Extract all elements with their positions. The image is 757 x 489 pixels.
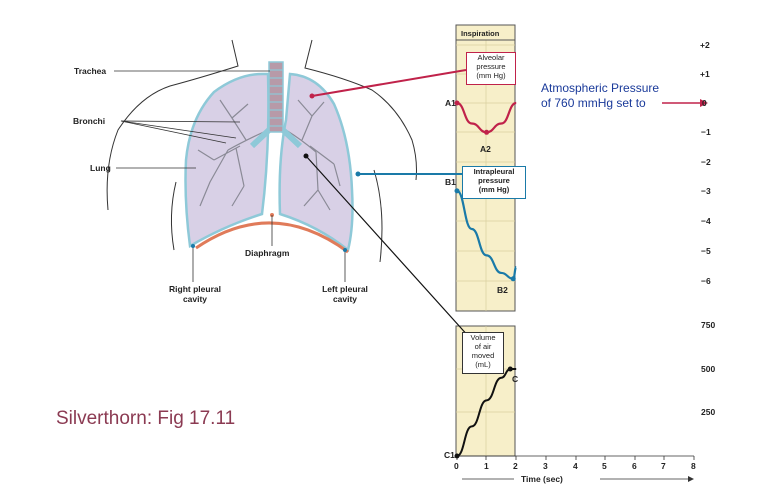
volume-box-line3: moved xyxy=(471,351,495,360)
x-tick: 5 xyxy=(602,461,607,471)
right-lung xyxy=(184,72,270,249)
volume-tick: 250 xyxy=(701,407,716,417)
right-pleural-line2: cavity xyxy=(182,294,208,304)
pressure-tick: −1 xyxy=(701,127,711,137)
anatomy-leaders xyxy=(114,70,346,282)
trachea-label: Trachea xyxy=(74,66,107,76)
point-c1-label: C1 xyxy=(444,450,455,460)
pressure-tick: +1 xyxy=(700,69,710,79)
x-axis-label: Time (sec) xyxy=(521,474,563,484)
intrapleural-pressure-box: Intrapleural pressure (mm Hg) xyxy=(462,166,526,199)
x-tick: 0 xyxy=(454,461,459,471)
volume-box-line1: Volume xyxy=(470,333,496,342)
diaphragm-label: Diaphragm xyxy=(245,248,290,258)
right-pleural-cavity-label: Right pleural cavity xyxy=(152,284,238,304)
bronchial-tree xyxy=(197,99,341,211)
volume-box-line4: (mL) xyxy=(475,360,491,369)
x-tick: 1 xyxy=(484,461,489,471)
x-tick: 3 xyxy=(543,461,548,471)
intrapleural-box-line2: pressure xyxy=(478,176,510,185)
alveolar-box-line1: Alveolar xyxy=(477,53,505,62)
point-a1-marker xyxy=(454,100,460,106)
x-tick: 7 xyxy=(661,461,666,471)
atmospheric-note-line1: Atmospheric Pressure xyxy=(541,81,660,95)
bronchi-label: Bronchi xyxy=(73,116,106,126)
atmospheric-pressure-note: Atmospheric Pressure of 760 mmHg set to xyxy=(541,81,659,111)
point-b2-label: B2 xyxy=(497,285,508,295)
x-tick: 2 xyxy=(513,461,518,471)
x-tick: 6 xyxy=(632,461,637,471)
point-c1-marker xyxy=(454,453,460,459)
point-b2-marker xyxy=(510,276,516,282)
point-b1-label: B1 xyxy=(445,177,456,187)
point-b1-marker xyxy=(454,188,460,194)
right-pleural-line1: Right pleural xyxy=(169,284,221,294)
left-pleural-line1: Left pleural xyxy=(322,284,368,294)
alveolar-pressure-box: Alveolar pressure (mm Hg) xyxy=(466,52,516,85)
trachea xyxy=(249,61,303,149)
x-axis xyxy=(456,455,695,482)
pressure-tick: −2 xyxy=(701,157,711,167)
inspiration-label: Inspiration xyxy=(461,29,500,38)
pressure-tick: −6 xyxy=(701,276,711,286)
alveolar-box-line3: (mm Hg) xyxy=(476,71,506,80)
atmospheric-note-line2: of 760 mmHg set to xyxy=(541,96,646,110)
figure-caption: Silverthorn: Fig 17.11 xyxy=(56,408,236,429)
point-a2-marker xyxy=(484,129,490,135)
volume-connector xyxy=(305,155,471,339)
body-outline-left xyxy=(106,39,239,211)
volume-box: Volume of air moved (mL) xyxy=(462,332,504,374)
intrapleural-box-line1: Intrapleural xyxy=(473,167,515,176)
alveolar-connector xyxy=(311,69,467,97)
alveolar-box-line2: pressure xyxy=(476,62,506,71)
pressure-tick: −4 xyxy=(701,216,711,226)
x-tick: 8 xyxy=(691,461,696,471)
lung-label: Lung xyxy=(90,163,111,173)
left-pleural-line2: cavity xyxy=(332,294,358,304)
point-a1-label: A1 xyxy=(445,98,456,108)
left-pleural-cavity-label: Left pleural cavity xyxy=(302,284,388,304)
x-tick: 4 xyxy=(573,461,578,471)
pressure-tick: 0 xyxy=(702,98,707,108)
point-c2-marker xyxy=(507,366,513,372)
volume-tick: 500 xyxy=(701,364,716,374)
volume-box-line2: of air xyxy=(474,342,492,351)
pressure-tick: +2 xyxy=(700,40,710,50)
point-c2-label: C xyxy=(512,374,519,384)
point-a2-label: A2 xyxy=(480,144,491,154)
volume-tick: 750 xyxy=(701,320,716,330)
body-outline-right xyxy=(304,39,417,181)
intrapleural-box-line3: (mm Hg) xyxy=(478,185,510,194)
pressure-tick: −5 xyxy=(701,246,711,256)
pressure-tick: −3 xyxy=(701,186,711,196)
